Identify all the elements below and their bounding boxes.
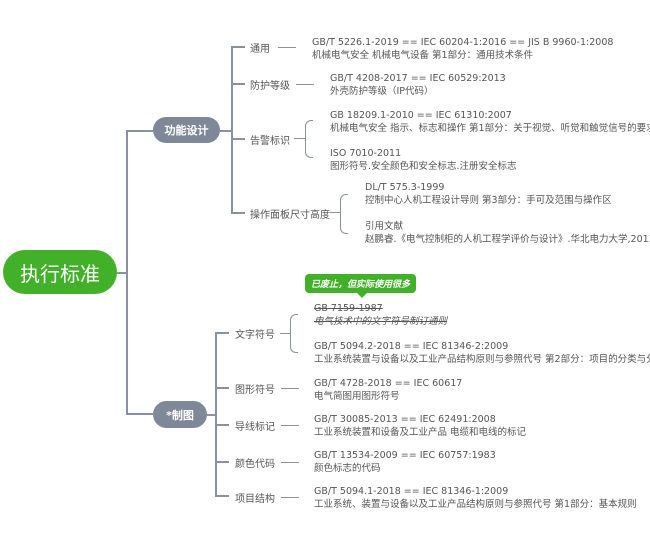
connector	[294, 138, 305, 139]
connector	[117, 272, 127, 274]
connector	[207, 414, 216, 416]
connector	[296, 84, 314, 85]
standard-code: GB/T 30085-2013 == IEC 62491:2008	[314, 414, 496, 425]
topic-item-structure[interactable]: 项目结构	[235, 494, 275, 505]
connector	[231, 138, 245, 140]
connector	[281, 497, 299, 498]
connector	[220, 130, 232, 132]
connector	[215, 332, 217, 496]
connector	[126, 130, 128, 414]
standard-title: 控制中心人机工程设计导则 第3部分：手可及范围与操作区	[365, 195, 612, 206]
topic-color-code[interactable]: 颜色代码	[235, 459, 275, 470]
standard-code: GB/T 5226.1-2019 == IEC 60204-1:2016 == …	[312, 37, 614, 48]
connector	[330, 212, 340, 213]
deprecated-standard-code: GB 7159-1987	[314, 303, 383, 314]
bracket	[290, 314, 298, 353]
connector	[231, 46, 233, 213]
connector	[278, 47, 296, 48]
connector	[231, 46, 245, 48]
standard-title: 图形符号.安全颜色和安全标志.注册安全标志	[330, 161, 517, 172]
topic-text-symbols[interactable]: 文字符号	[235, 330, 275, 341]
connector	[280, 333, 290, 334]
topic-wire-marking[interactable]: 导线标记	[235, 422, 275, 433]
connector	[281, 388, 299, 389]
topic-general[interactable]: 通用	[250, 44, 270, 55]
standard-title: 颜色标志的代码	[314, 463, 381, 474]
standard-code: GB/T 4208-2017 == IEC 60529:2013	[330, 73, 506, 84]
topic-protection-level[interactable]: 防护等级	[250, 81, 290, 92]
root-node[interactable]: 执行标准	[3, 250, 117, 294]
connector	[126, 130, 153, 132]
connector	[281, 425, 299, 426]
branch-drawing[interactable]: *制图	[153, 401, 207, 428]
standard-code: GB/T 5094.2-2018 == IEC 81346-2:2009	[314, 341, 509, 352]
standard-title: 机械电气安全 机械电气设备 第1部分：通用技术条件	[312, 50, 534, 61]
connector	[215, 461, 229, 463]
connector	[281, 462, 299, 463]
branch-function-design[interactable]: 功能设计	[153, 117, 220, 143]
topic-panel-size[interactable]: 操作面板尺寸高度	[250, 210, 330, 221]
connector	[215, 387, 229, 389]
standard-code: DL/T 575.3-1999	[365, 182, 445, 193]
deprecated-note-badge: 已废止，但实际使用很多	[305, 274, 417, 298]
topic-graphic-symbols[interactable]: 图形符号	[235, 385, 275, 396]
connector	[231, 212, 245, 214]
standard-code: GB/T 13534-2009 == IEC 60757:1983	[314, 450, 496, 461]
standard-code: GB/T 5094.1-2018 == IEC 81346-1:2009	[314, 486, 509, 497]
standard-code: GB 18209.1-2010 == IEC 61310:2007	[330, 110, 512, 121]
connector	[231, 83, 245, 85]
bracket	[305, 120, 313, 158]
topic-warning-signs[interactable]: 告警标识	[250, 136, 290, 147]
reference-title: 赵鹏睿.《电气控制柜的人机工程学评价与设计》.华北电力大学,2013	[365, 234, 650, 245]
standard-title: 工业系统装置和设备及工业产品 电缆和电线的标记	[314, 427, 527, 438]
standard-code: ISO 7010-2011	[330, 148, 402, 159]
connector	[215, 332, 229, 334]
standard-title: 机械电气安全 指示、标志和操作 第1部分：关于视觉、听觉和触觉信号的要求	[330, 123, 650, 134]
connector	[215, 424, 229, 426]
standard-code: GB/T 4728-2018 == IEC 60617	[314, 378, 463, 389]
standard-title: 工业系统装置与设备以及工业产品结构原则与参照代号 第2部分：项目的分类与分类码	[314, 354, 650, 365]
connector	[215, 495, 229, 497]
deprecated-standard-title: 电气技术中的文字符号制订通则	[314, 316, 448, 327]
reference-label: 引用文献	[365, 221, 404, 232]
connector	[126, 413, 153, 415]
bracket	[340, 194, 348, 234]
standard-title: 外壳防护等级（IP代码）	[330, 86, 434, 97]
standard-title: 工业系统、装置与设备以及工业产品结构原则与参照代号 第1部分：基本规则	[314, 499, 637, 510]
standard-title: 电气简图用图形符号	[314, 391, 400, 402]
